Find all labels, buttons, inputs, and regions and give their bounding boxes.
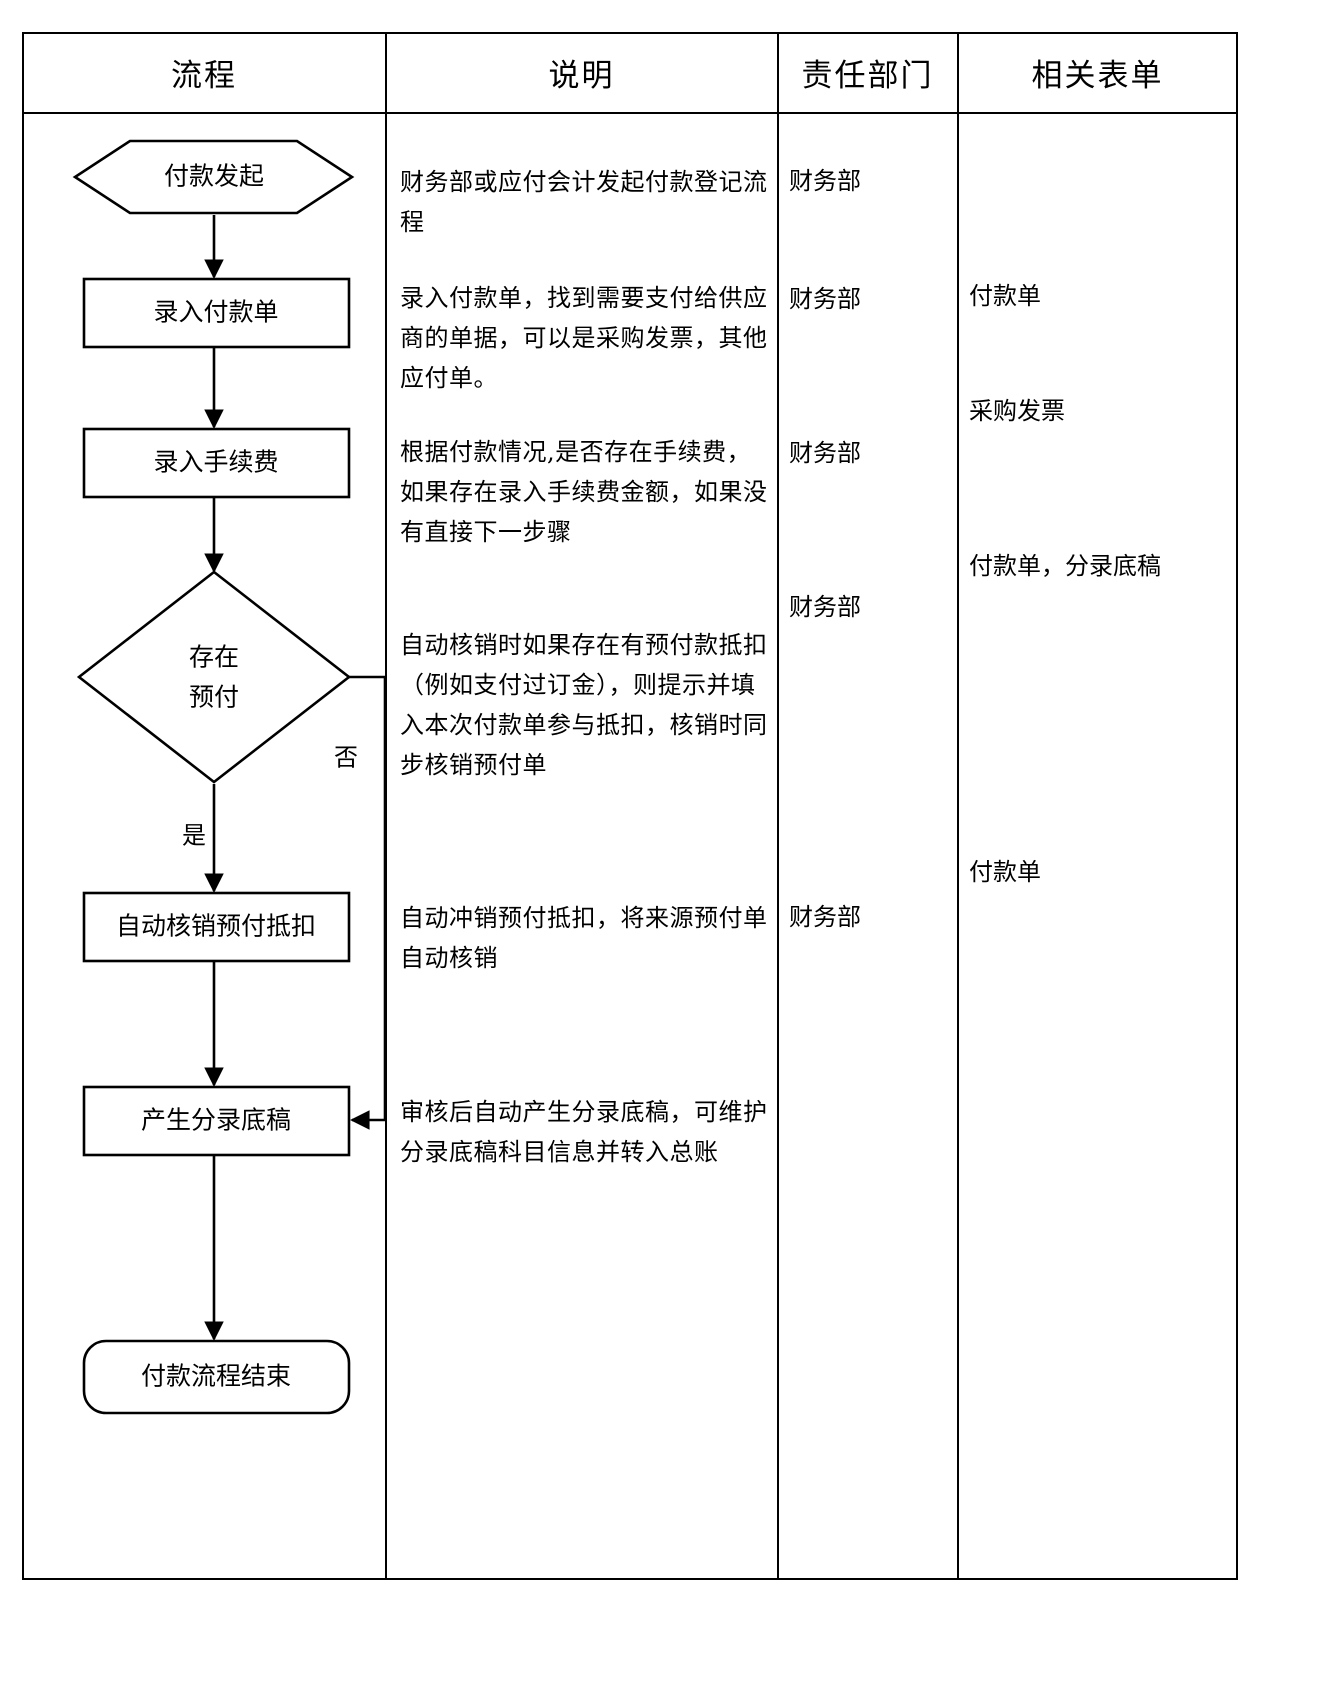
column-rule-department-forms bbox=[957, 32, 959, 1580]
forms-cell-voucher-and-draft: 付款单，分录底稿 bbox=[969, 552, 1161, 580]
department-cell-start: 财务部 bbox=[789, 167, 861, 195]
description-cell-gen-entry: 审核后自动产生分录底稿，可维护分录底稿科目信息并转入总账 bbox=[400, 1098, 768, 1166]
node-enter-pay-label: 录入付款单 bbox=[153, 298, 278, 327]
table-outer-border bbox=[22, 32, 1238, 1580]
edge-label-no: 否 bbox=[334, 744, 358, 772]
node-start-shape bbox=[72, 139, 355, 215]
node-enter-pay-shape bbox=[82, 277, 351, 349]
department-cell-has-prepay: 财务部 bbox=[789, 593, 861, 621]
node-enter-fee-shape bbox=[82, 427, 351, 499]
column-header-process: 流程 bbox=[171, 58, 237, 94]
node-auto-offset-label: 自动核销预付抵扣 bbox=[116, 912, 316, 941]
forms-cell-purchase-invoice: 采购发票 bbox=[969, 397, 1065, 425]
column-rule-process-description bbox=[385, 32, 387, 1580]
column-header-forms: 相关表单 bbox=[1031, 58, 1164, 94]
process-flowchart: 付款发起 录入付款单 录入手续费 存在 预付 否 是 自动核销预付抵扣 产生分录… bbox=[72, 139, 385, 1415]
forms-cell-payment-voucher: 付款单 bbox=[969, 282, 1041, 310]
node-has-prepay-label-line2: 预付 bbox=[189, 683, 239, 712]
edge-label-yes: 是 bbox=[182, 822, 206, 850]
column-rule-description-department bbox=[777, 32, 779, 1580]
department-cell-enter-fee: 财务部 bbox=[789, 439, 861, 467]
node-enter-fee-label: 录入手续费 bbox=[153, 448, 278, 477]
description-cell-auto-offset: 自动冲销预付抵扣，将来源预付单自动核销 bbox=[400, 904, 768, 972]
node-end-shape bbox=[82, 1339, 351, 1415]
column-header-description: 说明 bbox=[548, 58, 615, 94]
description-cell-enter-fee: 根据付款情况,是否存在手续费，如果存在录入手续费金额，如果没有直接下一步骤 bbox=[400, 438, 768, 546]
description-cell-enter-pay: 录入付款单，找到需要支付给供应商的单据，可以是采购发票，其他应付单。 bbox=[400, 284, 768, 392]
department-cell-enter-pay: 财务部 bbox=[789, 285, 861, 313]
node-start-label: 付款发起 bbox=[164, 162, 264, 191]
forms-cell-payment-voucher-2: 付款单 bbox=[969, 858, 1041, 886]
node-end-label: 付款流程结束 bbox=[141, 1362, 291, 1391]
description-cell-start: 财务部或应付会计发起付款登记流程 bbox=[400, 168, 768, 236]
node-has-prepay-shape bbox=[76, 570, 352, 784]
header-separator-rule bbox=[22, 112, 1238, 114]
node-auto-offset-shape bbox=[82, 891, 351, 963]
description-cell-has-prepay: 自动核销时如果存在有预付款抵扣（例如支付过订金），则提示并填入本次付款单参与抵扣… bbox=[400, 631, 768, 779]
department-cell-auto-offset: 财务部 bbox=[789, 903, 861, 931]
node-gen-entry-shape bbox=[82, 1085, 351, 1157]
node-gen-entry-label: 产生分录底稿 bbox=[141, 1106, 291, 1135]
node-has-prepay-label-line1: 存在 bbox=[189, 643, 239, 672]
column-header-department: 责任部门 bbox=[801, 58, 934, 94]
edge-has-prepay-no-to-gen-entry bbox=[349, 675, 385, 1130]
